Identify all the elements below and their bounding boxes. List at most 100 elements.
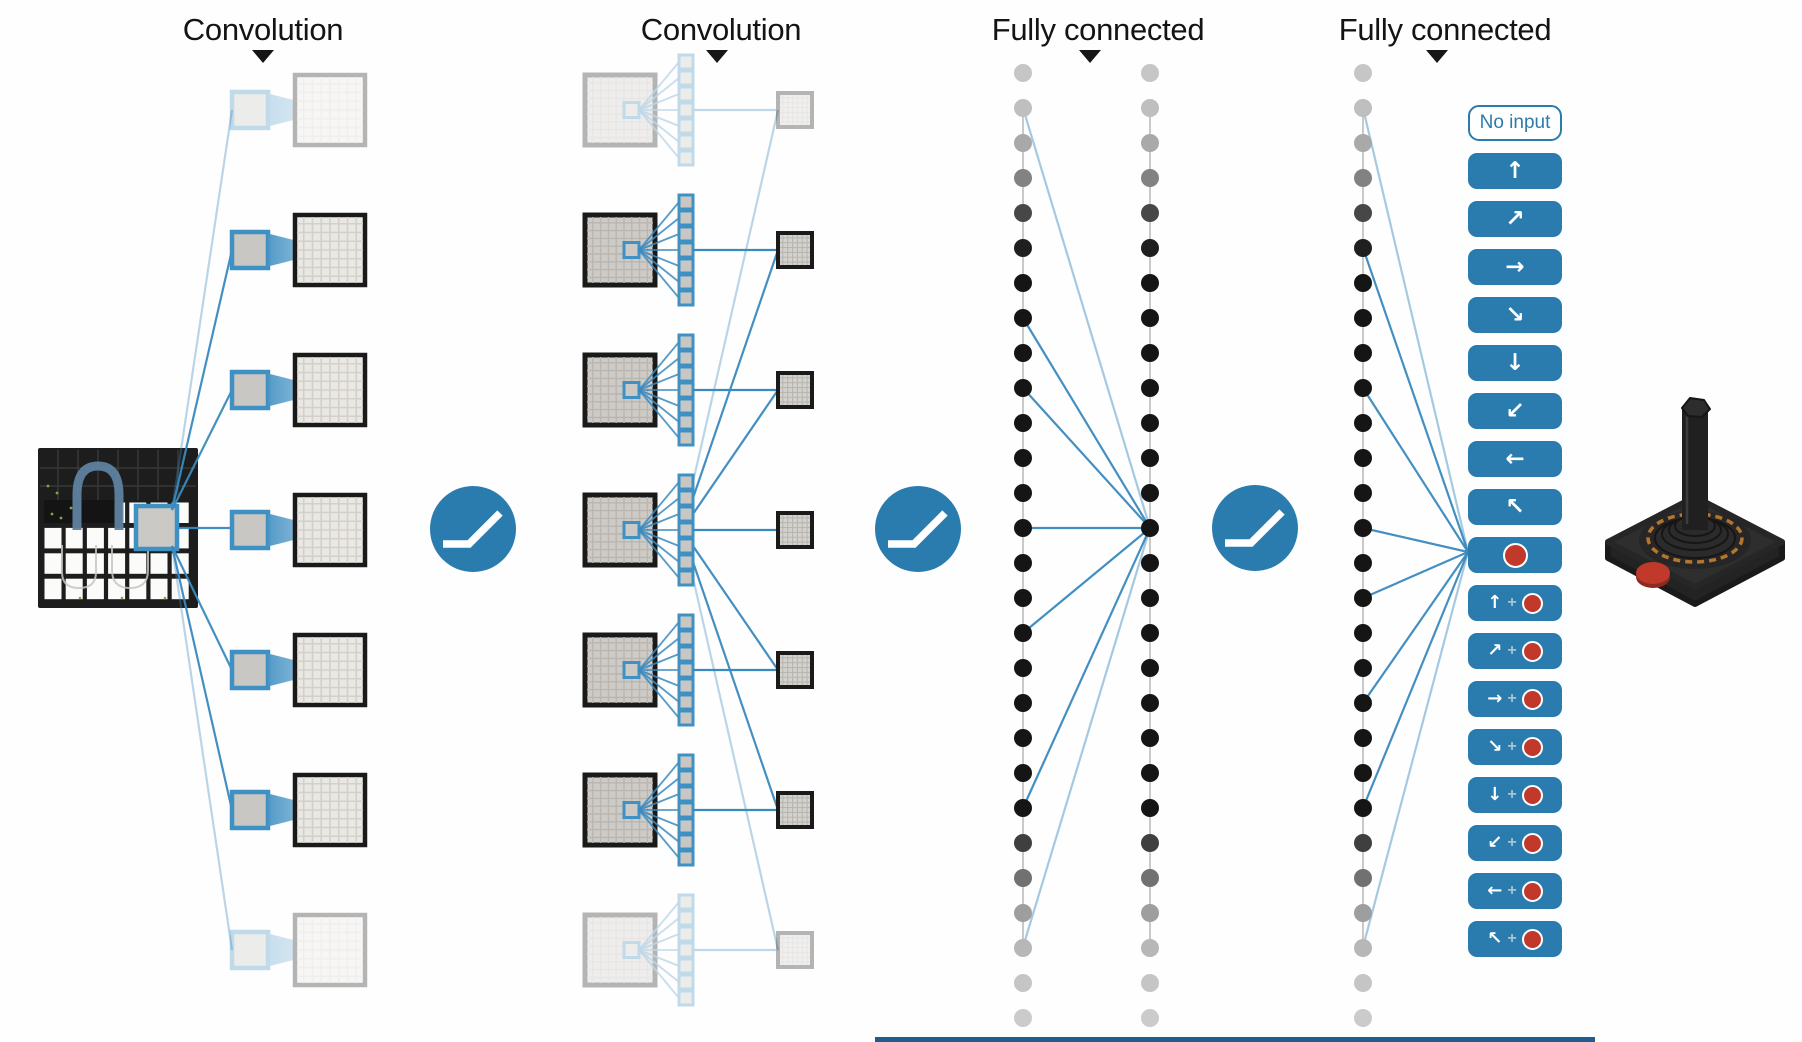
atari-joystick-illustration [1605, 397, 1785, 607]
fire-button-icon [1521, 640, 1543, 662]
up-right-arrow-icon: ↗ [1505, 205, 1525, 232]
up-arrow-icon: ↑ [1505, 157, 1525, 184]
action-button-down-left[interactable]: ↙ [1468, 393, 1562, 429]
fire-button-icon [1521, 592, 1543, 614]
fc-unit-dot [1014, 869, 1032, 887]
fc-unit-dot [1141, 239, 1159, 257]
down-triangle-icon [1426, 50, 1448, 63]
fc-unit-dot [1014, 624, 1032, 642]
down-left-arrow-icon: ↙ [1505, 397, 1525, 424]
conv2-row [582, 893, 814, 1007]
action-button-right-fire[interactable]: →+ [1468, 681, 1562, 717]
conv2-row [582, 333, 814, 447]
action-button-right[interactable]: → [1468, 249, 1562, 285]
action-button-left-fire[interactable]: ←+ [1468, 873, 1562, 909]
fc-unit-dot [1014, 274, 1032, 292]
fc-unit-dot [1141, 344, 1159, 362]
fc-unit-dot [1354, 1009, 1372, 1027]
plus-sign: + [1507, 930, 1517, 947]
action-button-up-fire[interactable]: ↑+ [1468, 585, 1562, 621]
action-button-no-input[interactable]: No input [1468, 105, 1562, 141]
fc-unit-dot [1141, 519, 1159, 537]
fc-unit-dot [1141, 449, 1159, 467]
relu-activation-icon [1212, 485, 1298, 571]
fc1-connections [1021, 107, 1152, 948]
fc-unit-dot [1141, 939, 1159, 957]
fc-unit-dot [1014, 764, 1032, 782]
fc-unit-dot [1014, 204, 1032, 222]
fc-unit-dot [1354, 134, 1372, 152]
fc-unit-dot [1354, 64, 1372, 82]
conv1-row [229, 632, 368, 708]
action-label: No input [1479, 112, 1551, 133]
layer-label-convolution-2: Convolution [640, 12, 802, 47]
conv2-row [582, 473, 814, 587]
fc-dot-column [1014, 64, 1032, 1027]
action-button-down[interactable]: ↓ [1468, 345, 1562, 381]
fc-unit-dot [1354, 449, 1372, 467]
plus-sign: + [1507, 738, 1517, 755]
fc-unit-dot [1141, 169, 1159, 187]
fc-unit-dot [1141, 694, 1159, 712]
fc-unit-dot [1141, 1009, 1159, 1027]
fc2-connections [1361, 107, 1470, 948]
fc-unit-dot [1141, 589, 1159, 607]
action-button-up-right-fire[interactable]: ↗+ [1468, 633, 1562, 669]
bottom-blue-bar [875, 1037, 1595, 1042]
fc-unit-dot [1141, 729, 1159, 747]
fc-unit-dot [1014, 659, 1032, 677]
fc-unit-dot [1014, 834, 1032, 852]
fc-unit-dot [1354, 939, 1372, 957]
fc-unit-dot [1141, 554, 1159, 572]
fc-unit-dot [1014, 1009, 1032, 1027]
action-button-up-left-fire[interactable]: ↖+ [1468, 921, 1562, 957]
fc-unit-dot [1354, 274, 1372, 292]
action-button-down-left-fire[interactable]: ↙+ [1468, 825, 1562, 861]
conv1-row [229, 492, 368, 568]
conv1-row [229, 352, 368, 428]
fc-unit-dot [1354, 519, 1372, 537]
fc-unit-dot [1014, 799, 1032, 817]
fc-unit-dot [1141, 204, 1159, 222]
action-button-up-left[interactable]: ↖ [1468, 489, 1562, 525]
down-arrow-icon: ↓ [1505, 349, 1525, 376]
action-button-left[interactable]: ← [1468, 441, 1562, 477]
fc-unit-dot [1014, 484, 1032, 502]
layer-label-convolution-1: Convolution [182, 12, 344, 47]
fire-button-icon [1502, 542, 1528, 568]
fire-button-icon [1521, 880, 1543, 902]
fc-unit-dot [1354, 904, 1372, 922]
conv2-row [582, 753, 814, 867]
plus-sign: + [1507, 834, 1517, 851]
fc-unit-dot [1014, 449, 1032, 467]
left-arrow-icon: ← [1487, 880, 1503, 901]
action-button-fire[interactable] [1468, 537, 1562, 573]
fc-unit-dot [1014, 99, 1032, 117]
relu-activation-icon [875, 486, 961, 572]
fc-unit-dot [1141, 904, 1159, 922]
down-right-arrow-icon: ↘ [1487, 736, 1503, 757]
fc-unit-dot [1354, 484, 1372, 502]
fc-unit-dot [1354, 414, 1372, 432]
fc-unit-dot [1354, 834, 1372, 852]
fc-unit-dot [1141, 414, 1159, 432]
conv1-row [229, 72, 368, 148]
plus-sign: + [1507, 594, 1517, 611]
fc-unit-dot [1354, 239, 1372, 257]
conv2-row [582, 193, 814, 307]
fc-unit-dot [1141, 869, 1159, 887]
fire-button-icon [1521, 928, 1543, 950]
fc-unit-dot [1014, 309, 1032, 327]
action-button-down-right-fire[interactable]: ↘+ [1468, 729, 1562, 765]
conv1-row [229, 912, 368, 988]
action-button-down-right[interactable]: ↘ [1468, 297, 1562, 333]
fc-unit-dot [1014, 344, 1032, 362]
fc-unit-dot [1141, 99, 1159, 117]
action-button-up-right[interactable]: ↗ [1468, 201, 1562, 237]
action-button-down-fire[interactable]: ↓+ [1468, 777, 1562, 813]
action-button-up[interactable]: ↑ [1468, 153, 1562, 189]
down-triangle-icon [252, 50, 274, 63]
right-arrow-icon: → [1505, 253, 1525, 280]
convolution-beam-icon [268, 93, 333, 127]
fc-unit-dot [1354, 589, 1372, 607]
